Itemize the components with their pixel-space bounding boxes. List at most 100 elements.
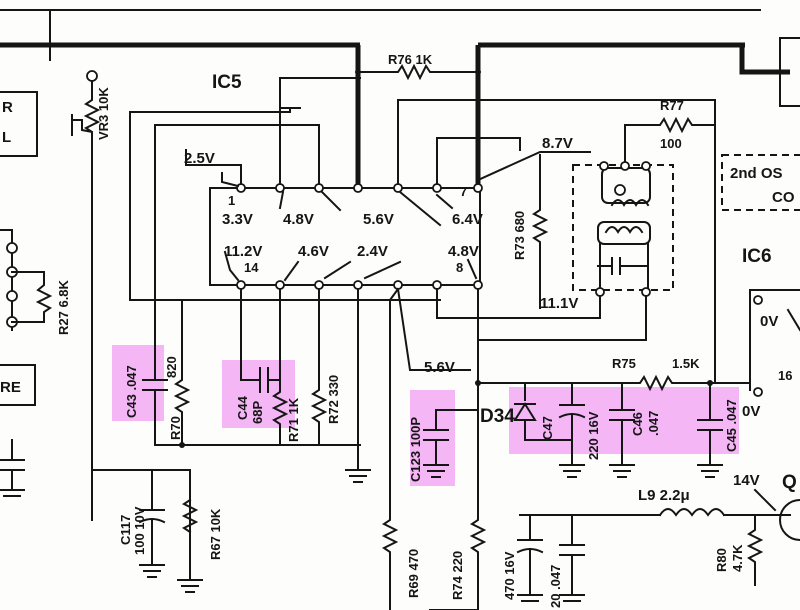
ic5-body bbox=[209, 187, 481, 286]
c47-value: 220 16V bbox=[586, 411, 601, 460]
resistor-r67 bbox=[181, 498, 199, 534]
leader bbox=[221, 172, 240, 188]
voltage-6-4: 6.4V bbox=[452, 211, 483, 228]
resistor-r27 bbox=[11, 271, 53, 321]
junction bbox=[179, 442, 185, 448]
resistor-r80 bbox=[746, 514, 764, 586]
capacitor-c45 bbox=[697, 382, 723, 478]
bottom-cap-1-label: 470 16V bbox=[502, 551, 517, 600]
ic6-0v-b: 0V bbox=[742, 403, 760, 420]
l9-label: L9 2.2μ bbox=[638, 487, 690, 504]
ground-symbol bbox=[345, 469, 371, 483]
r77-label: R77 bbox=[660, 98, 684, 113]
wire bbox=[436, 288, 601, 319]
left-text-2: L bbox=[2, 129, 11, 146]
resistor-r70 bbox=[173, 299, 191, 446]
c44-label: C44 bbox=[235, 395, 250, 420]
voltage-4-8a: 4.8V bbox=[283, 211, 314, 228]
capacitor-c43 bbox=[142, 339, 168, 446]
capacitor-c46 bbox=[609, 382, 635, 478]
r70-value: 820 bbox=[164, 356, 179, 378]
leader bbox=[363, 260, 402, 280]
resistor-r69 bbox=[381, 287, 400, 610]
ic5-label: IC5 bbox=[212, 72, 242, 93]
r73-label: R73 680 bbox=[512, 211, 527, 260]
ic6-body bbox=[749, 289, 800, 391]
ic6-0v-a: 0V bbox=[760, 313, 778, 330]
c117-label: C117 bbox=[118, 515, 133, 545]
voltage-4-8b: 4.8V bbox=[448, 243, 479, 260]
capacitor-c44 bbox=[259, 367, 281, 393]
voltage-2-4: 2.4V bbox=[357, 243, 388, 260]
leader bbox=[753, 488, 777, 512]
right-block bbox=[779, 37, 800, 107]
ic6-pin bbox=[753, 295, 763, 305]
ic5-pin1-label: 1 bbox=[228, 193, 235, 208]
voltage-8-7: 8.7V bbox=[542, 135, 573, 152]
leader bbox=[278, 190, 285, 210]
vr3-label: VR3 10K bbox=[96, 87, 111, 140]
ic5-pin14-label: 14 bbox=[244, 260, 259, 275]
capacitor-c117 bbox=[138, 469, 166, 578]
ground-symbol bbox=[177, 579, 203, 593]
leader bbox=[398, 190, 442, 227]
voltage-11-1: 11.1V bbox=[540, 295, 578, 312]
wire bbox=[240, 288, 261, 381]
leader bbox=[223, 250, 240, 282]
wire bbox=[91, 469, 191, 581]
c43-label: C43 .047 bbox=[124, 365, 139, 418]
wire bbox=[397, 99, 716, 384]
bottom-cap-2-label: 20 .047 bbox=[548, 565, 563, 608]
c44-value: 68P bbox=[250, 401, 265, 424]
capacitor-c123 bbox=[423, 429, 449, 478]
resistor-r77 bbox=[624, 116, 716, 134]
r75-label: R75 bbox=[612, 356, 636, 371]
junction bbox=[475, 69, 481, 75]
diode-d34 bbox=[513, 402, 537, 441]
left-block-2 bbox=[0, 364, 36, 406]
r80-value: 4.7K bbox=[730, 544, 745, 572]
voltage-5-6a: 5.6V bbox=[363, 211, 394, 228]
thick-bus bbox=[739, 45, 790, 75]
ic5-pin7-label: 7 bbox=[460, 184, 467, 199]
leader bbox=[466, 258, 478, 280]
left-text-3: RE bbox=[0, 379, 21, 396]
voltage-14: 14V bbox=[733, 472, 760, 489]
r72-label: R72 330 bbox=[326, 375, 341, 424]
voltage-11-2: 11.2V bbox=[224, 243, 262, 260]
c123-label: C123 100P bbox=[408, 417, 423, 482]
osc-text-2: CO bbox=[772, 189, 795, 206]
r67-label: R67 10K bbox=[208, 508, 223, 560]
junction bbox=[355, 69, 361, 75]
leader bbox=[786, 308, 800, 332]
c117-value: 100 10V bbox=[132, 506, 147, 555]
transistor-q bbox=[779, 499, 800, 541]
resistor-r71 bbox=[271, 288, 289, 446]
voltage-3-3: 3.3V bbox=[222, 211, 253, 228]
capacitor-bottom-1 bbox=[516, 539, 544, 602]
capacitor-left-ground bbox=[0, 439, 25, 497]
resistor-r72 bbox=[310, 288, 328, 446]
capacitor-c47 bbox=[558, 382, 586, 478]
leader bbox=[283, 260, 300, 282]
wire bbox=[185, 149, 242, 185]
voltage-2-5: 2.5V bbox=[184, 150, 215, 167]
d34-label: D34 bbox=[480, 406, 515, 427]
osc-text-1: 2nd OS bbox=[730, 165, 783, 182]
c47-label: C47 bbox=[540, 416, 555, 440]
c45-label: C45 .047 bbox=[724, 399, 739, 452]
pin bbox=[6, 290, 18, 302]
r27-label: R27 6.8K bbox=[56, 279, 71, 335]
r71-label: R71 1K bbox=[286, 397, 301, 442]
c46-value: .047 bbox=[646, 411, 661, 436]
vr3-terminal bbox=[86, 70, 98, 82]
resistor-r75 bbox=[477, 374, 751, 392]
q-label: Q bbox=[782, 472, 797, 493]
r76-label: R76 1K bbox=[388, 52, 433, 67]
voltage-5-6b: 5.6V bbox=[424, 359, 455, 376]
pin bbox=[6, 242, 18, 254]
wire bbox=[476, 151, 591, 182]
wire bbox=[279, 77, 361, 185]
